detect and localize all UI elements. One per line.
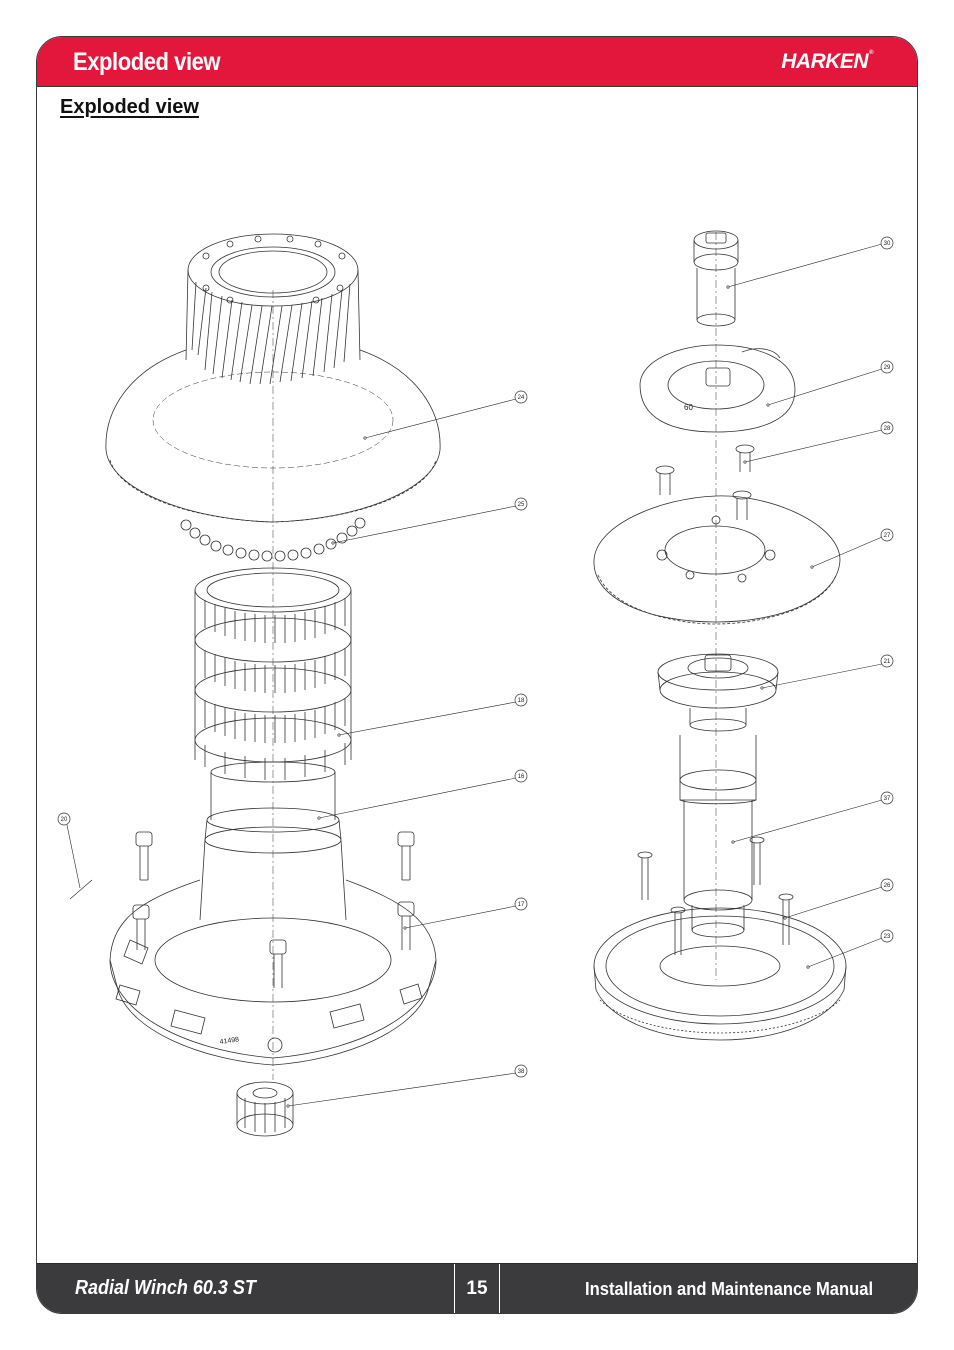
ratchet-housing-21: [657, 653, 779, 732]
stripper-plate: [593, 495, 841, 625]
svg-text:25: 25: [518, 502, 525, 508]
pawls-26: [637, 836, 794, 955]
callout-20: 20: [57, 812, 93, 900]
drive-pinion: [236, 1081, 294, 1137]
page-number: 15: [466, 1278, 488, 1299]
svg-text:38: 38: [518, 1069, 525, 1075]
logo-text: HARKEN: [781, 50, 869, 73]
drive-shaft-top: [693, 230, 739, 327]
main-spindle-37: [679, 735, 757, 938]
svg-text:27: 27: [884, 533, 891, 539]
callout-17: 17: [403, 897, 528, 930]
logo-registered-mark: ®: [869, 50, 873, 56]
header-title: Exploded view: [73, 48, 221, 76]
svg-text:29: 29: [884, 365, 891, 371]
base-bolts: [132, 831, 415, 988]
manual-title: Installation and Maintenance Manual: [584, 1279, 873, 1299]
callout-24: 24: [363, 390, 528, 440]
svg-text:16: 16: [518, 774, 525, 780]
product-prefix: Radial Winch: [75, 1277, 193, 1299]
top-plate: [639, 344, 796, 433]
callout-30: 30: [726, 236, 894, 289]
page-number-box: 15: [454, 1264, 500, 1313]
callout-27: 27: [810, 528, 894, 569]
callout-37: 37: [731, 791, 894, 844]
screws-28: [655, 444, 755, 520]
svg-text:24: 24: [518, 395, 525, 401]
section-heading: Exploded view: [60, 96, 199, 118]
callout-29: 29: [766, 360, 894, 407]
callout-23: 23: [806, 929, 894, 969]
base-marking: 41498: [219, 1036, 239, 1046]
svg-text:17: 17: [518, 902, 525, 908]
product-model: 60.3 ST: [192, 1277, 256, 1299]
svg-text:20: 20: [61, 817, 68, 823]
svg-text:30: 30: [884, 241, 891, 247]
callout-18: 18: [337, 693, 528, 737]
harken-logo: HARKEN®: [781, 50, 873, 74]
ball-bearing-ring: [180, 517, 366, 562]
svg-text:18: 18: [518, 698, 525, 704]
top-plate-marking: 60: [684, 403, 693, 412]
callout-28: 28: [743, 421, 894, 464]
svg-text:21: 21: [884, 659, 891, 665]
callout-38: 38: [286, 1064, 528, 1108]
svg-text:26: 26: [884, 883, 891, 889]
base-ring-23: [593, 907, 847, 1041]
product-name: Radial Winch 60.3 ST: [75, 1277, 256, 1300]
svg-text:37: 37: [884, 796, 891, 802]
callout-16: 16: [317, 769, 528, 820]
callout-25: 25: [331, 497, 528, 545]
footer-bar: Radial Winch 60.3 ST 15 Installation and…: [37, 1263, 917, 1313]
page-frame: Exploded view HARKEN® Radial Winch 60.3 …: [36, 36, 918, 1314]
header-bar: Exploded view HARKEN®: [37, 37, 917, 87]
svg-text:28: 28: [884, 426, 891, 432]
callout-21: 21: [760, 654, 894, 690]
callout-26: 26: [783, 878, 894, 920]
svg-text:23: 23: [884, 934, 891, 940]
